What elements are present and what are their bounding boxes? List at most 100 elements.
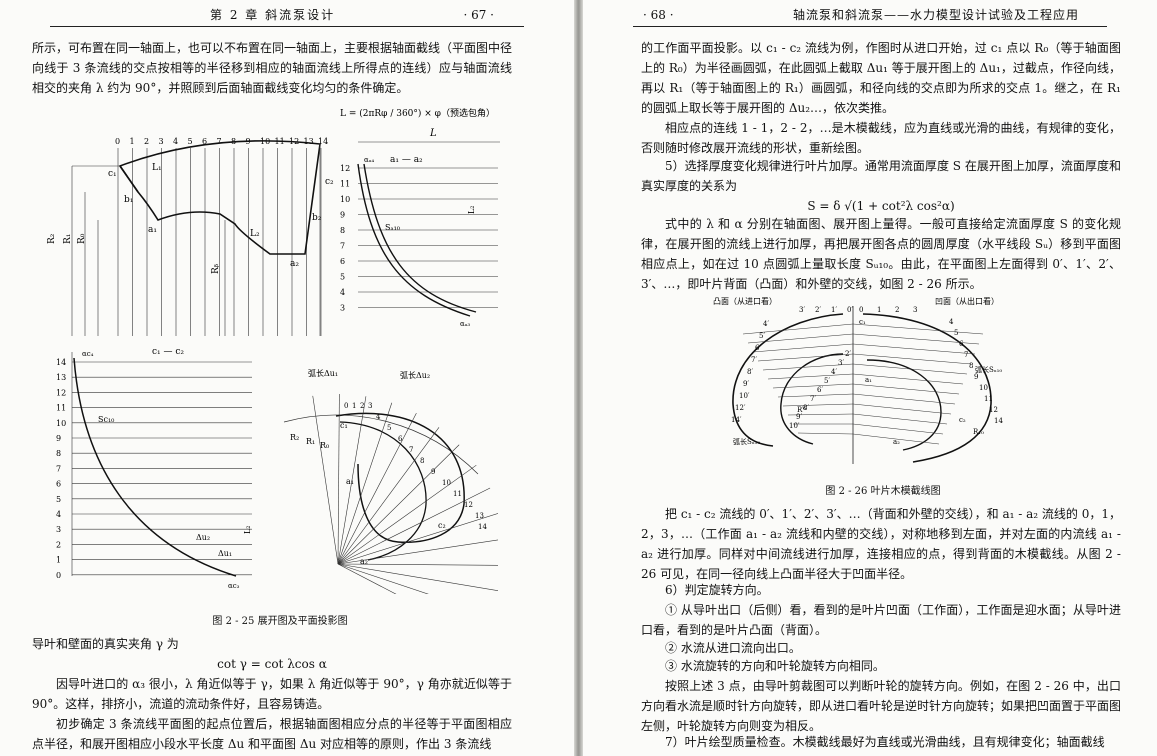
tick-label: 2 xyxy=(144,137,149,146)
label-r0: R₀ xyxy=(77,233,87,244)
label-aa4: αₐ₄ xyxy=(364,156,374,164)
paragraph: 的工作面平面投影。以 c₁ - c₂ 流线为例，作图时从进口开始，过 c₁ 点以… xyxy=(641,41,1121,115)
tick-label: 4 xyxy=(376,413,381,421)
point-label: 9′ xyxy=(743,380,749,388)
hatch-line xyxy=(742,323,854,335)
point-label: 6′ xyxy=(817,386,823,394)
label-l2b: L₂ xyxy=(243,525,252,534)
radial-line xyxy=(337,427,440,565)
tick-label: 10 xyxy=(340,195,350,204)
tick-label: 6 xyxy=(56,480,61,489)
point-label: 7′ xyxy=(810,395,816,403)
tick-label: 6 xyxy=(202,137,207,146)
hatch-line xyxy=(852,383,960,395)
label-a2: a₂ xyxy=(290,259,299,269)
label-du1: Δu₁ xyxy=(218,549,232,558)
page-header: · 68 · 轴流泵和斜流泵——水力模型设计试验及工程应用 xyxy=(633,4,1107,27)
tick-label: 0 xyxy=(115,137,120,146)
label-r1: R₁ xyxy=(63,234,73,244)
label-sa10: Sₐ₁₀ xyxy=(385,223,400,232)
tick-label: 12 xyxy=(340,164,350,173)
hatch-line xyxy=(852,363,968,375)
tick-label: 5 xyxy=(340,273,345,282)
point-label: 2′ xyxy=(815,306,821,314)
paragraph: 把 c₁ - c₂ 流线的 0′、1′、2′、3′、…（背面和外壁的交线），和 … xyxy=(641,507,1121,581)
page-header: 第 2 章 斜流泵设计 · 67 · xyxy=(50,4,524,27)
point-label: 6′ xyxy=(755,344,761,352)
formula: S = δ √(1 + cot²λ cos²α) xyxy=(807,199,955,213)
hatch-line xyxy=(852,403,952,415)
hatch-line xyxy=(752,343,854,353)
label-aa3: αₐ₃ xyxy=(460,320,470,328)
radial-line xyxy=(337,402,393,565)
tick-label: 10 xyxy=(56,419,66,428)
figure-caption: 图 2 - 25 展开图及平面投影图 xyxy=(212,616,348,627)
label-ls: L₂ xyxy=(467,205,476,214)
hatch-line xyxy=(852,373,964,385)
hatch-line xyxy=(787,413,854,416)
left-page: 第 2 章 斜流泵设计 · 67 · 所示，可布置在同一轴面上，也可以不布置在同… xyxy=(0,0,574,756)
hatch-line xyxy=(852,353,972,365)
radial-line xyxy=(312,395,339,565)
tick-label: 3 xyxy=(340,304,345,313)
label-a1: a₁ xyxy=(865,376,872,384)
paragraph: 初步确定 3 条流线平面图的起点位置后，根据轴面图相应分点的半径等于平面图相应点… xyxy=(32,717,512,751)
radial-line xyxy=(337,539,498,565)
point-label: 4′ xyxy=(763,320,769,328)
tick-label: 5 xyxy=(56,495,61,504)
tick-label: 11 xyxy=(56,404,66,413)
plan-c2: c₂ xyxy=(438,521,446,530)
point-label: 5′ xyxy=(824,377,830,385)
label-r10: R₁₀ xyxy=(973,428,984,436)
point-label: 7 xyxy=(964,351,968,359)
hatch-line xyxy=(797,432,854,435)
plan-r2: R₂ xyxy=(290,433,299,442)
formula-label: L = (2πRφ / 360°) × φ（预选包角） xyxy=(340,107,495,119)
tick-label: 5 xyxy=(188,137,193,146)
tick-label: 6 xyxy=(340,257,345,266)
point-label: 8′ xyxy=(747,368,753,376)
radial-line xyxy=(337,513,498,565)
hatch-line xyxy=(782,403,854,407)
hatch-line xyxy=(747,333,854,344)
tick-label: 10 xyxy=(442,479,451,487)
convex-label: 凸面（从进口看） xyxy=(713,297,777,306)
plan-a2: a₂ xyxy=(360,557,368,566)
tick-label: 12 xyxy=(56,388,66,397)
label-sw10: 弧长Sᵤ₁₀ xyxy=(975,365,1002,374)
hatch-line xyxy=(767,373,854,380)
paragraph: 因导叶进口的 α₃ 很小，λ 角近似等于 γ，如果 λ 角近似等于 90°，γ … xyxy=(32,677,512,711)
label-a-line: a₁ — a₂ xyxy=(390,155,423,165)
point-label: 14′ xyxy=(731,416,742,424)
point-label: 2′ xyxy=(845,350,851,358)
label-l2: L₂ xyxy=(250,229,260,239)
point-label: 8 xyxy=(969,362,973,370)
point-label: 11 xyxy=(984,395,993,403)
label-ac3: αc₃ xyxy=(228,582,240,590)
radial-line xyxy=(337,464,477,565)
paragraph: 7）叶片绘型质量检查。木模截线最好为直线或光滑曲线，且有规律变化；轴面截线 xyxy=(665,735,1105,749)
label-r2: R₂ xyxy=(47,233,57,244)
radial-line xyxy=(337,563,498,591)
tick-label: 7 xyxy=(340,242,345,251)
tick-label: 5 xyxy=(387,424,391,432)
radial-line xyxy=(337,563,397,594)
page-number: · 67 · xyxy=(463,8,494,22)
point-label: 4 xyxy=(949,318,954,326)
tick-label: 3 xyxy=(56,525,61,534)
point-label: 9′ xyxy=(796,413,802,421)
tick-label: 1 xyxy=(130,137,135,146)
label-c2: c₂ xyxy=(325,177,334,187)
label-rb: Rᵦ xyxy=(211,264,221,274)
tick-label: 8 xyxy=(420,457,424,465)
radial-line xyxy=(337,396,367,565)
hatch-line xyxy=(777,393,854,398)
paragraph: 6）判定旋转方向。 xyxy=(665,583,769,597)
tick-label: 3 xyxy=(159,137,164,146)
point-label: 3 xyxy=(913,306,917,314)
tick-label: 7 xyxy=(409,446,413,454)
point-label: 6 xyxy=(959,340,964,348)
plan-r0: R₀ xyxy=(320,441,329,450)
point-label: 12′ xyxy=(735,404,746,412)
